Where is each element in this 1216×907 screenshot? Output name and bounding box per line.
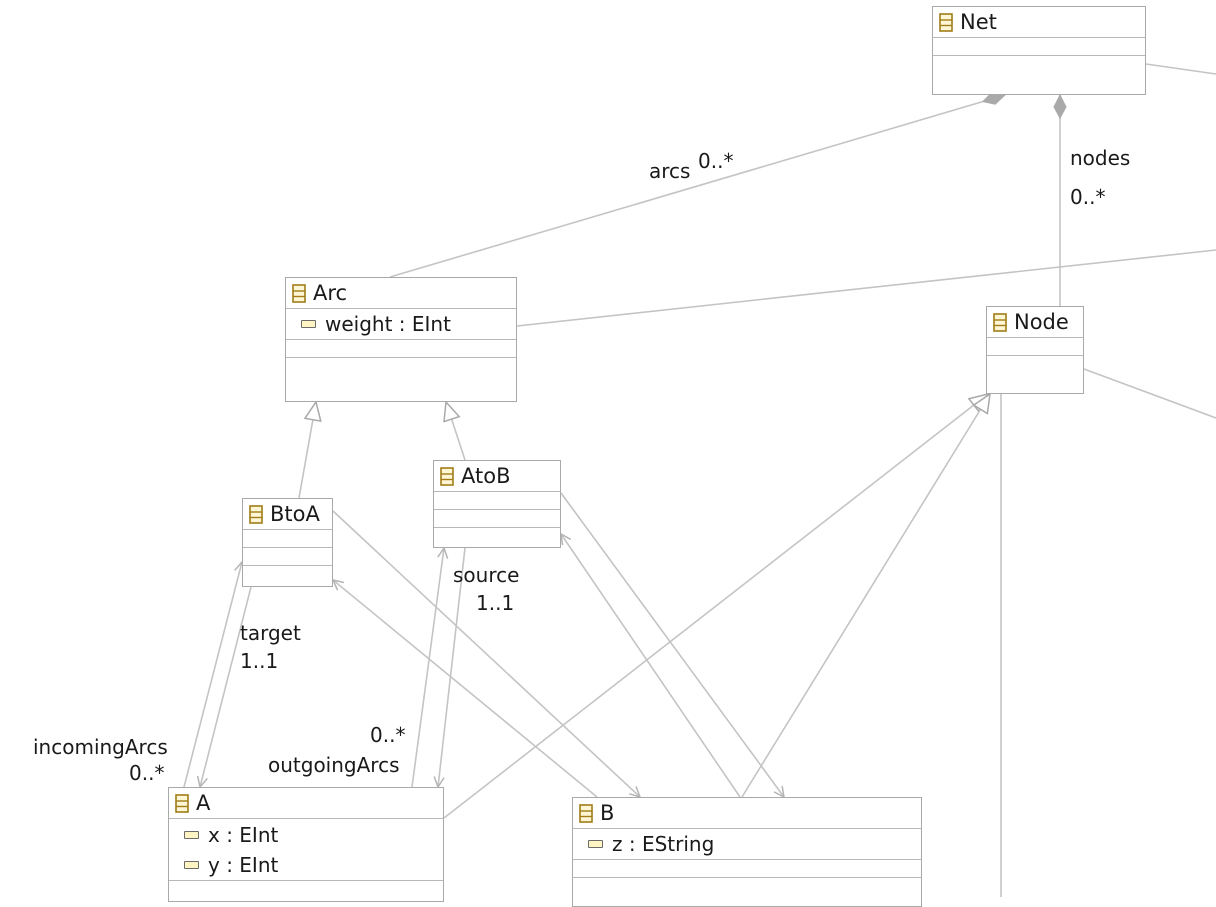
label-incoming-arcs-role: incomingArcs xyxy=(33,735,168,759)
label-nodes-multiplicity: 0..* xyxy=(1070,185,1106,209)
attribute-x[interactable]: x : EInt xyxy=(169,819,443,850)
edge-node-offscreen xyxy=(1083,368,1216,419)
attribute-z[interactable]: z : EString xyxy=(573,829,921,860)
class-name: A xyxy=(196,791,211,815)
eclass-icon xyxy=(993,312,1007,332)
attribute-label: weight : EInt xyxy=(325,312,451,336)
class-header: Node xyxy=(987,307,1083,338)
eattribute-icon xyxy=(184,830,199,839)
class-node[interactable]: Node xyxy=(986,306,1084,394)
label-source-multiplicity: 1..1 xyxy=(476,591,515,615)
eclass-icon xyxy=(939,12,953,32)
operations-section xyxy=(286,340,516,358)
eclass-icon xyxy=(175,793,189,813)
class-net[interactable]: Net xyxy=(932,6,1146,95)
class-arc[interactable]: Arc weight : EInt xyxy=(285,277,517,402)
class-b[interactable]: B z : EString xyxy=(572,797,922,907)
edge-a-extends-node xyxy=(443,394,988,819)
edge-btoa-to-b xyxy=(332,510,640,797)
edge-arcs-composition xyxy=(389,95,1005,278)
label-arcs-multiplicity: 0..* xyxy=(698,149,734,173)
operations-section xyxy=(933,56,1145,74)
attributes-section xyxy=(243,530,332,548)
class-header: Arc xyxy=(286,278,516,309)
edge-outgoing-arcs xyxy=(411,548,444,788)
edge-atob-to-b xyxy=(560,492,784,797)
attributes-section xyxy=(933,38,1145,56)
edge-atob-extends-arc xyxy=(446,402,466,461)
edge-b-to-atob xyxy=(561,534,741,798)
class-name: AtoB xyxy=(461,464,511,488)
class-header: A xyxy=(169,788,443,819)
operations-section xyxy=(573,860,921,878)
attribute-y[interactable]: y : EInt xyxy=(169,850,443,881)
edge-arc-offscreen xyxy=(516,249,1216,327)
edge-btoa-extends-arc xyxy=(298,402,316,499)
eattribute-icon xyxy=(184,861,199,869)
edge-b-to-btoa xyxy=(333,580,598,798)
operations-section xyxy=(434,510,560,528)
label-nodes-role: nodes xyxy=(1070,146,1131,170)
label-target-multiplicity: 1..1 xyxy=(240,649,279,673)
label-source-role: source xyxy=(453,563,520,587)
attributes-section xyxy=(987,338,1083,356)
class-name: Net xyxy=(960,10,997,34)
class-atob[interactable]: AtoB xyxy=(433,460,561,548)
class-btoa[interactable]: BtoA xyxy=(242,498,333,587)
edge-target xyxy=(200,586,252,787)
attributes-section xyxy=(434,492,560,510)
eattribute-icon xyxy=(301,320,316,328)
attribute-label: y : EInt xyxy=(208,853,279,877)
class-name: Node xyxy=(1014,310,1069,334)
label-outgoing-arcs-role: outgoingArcs xyxy=(268,753,400,777)
class-header: AtoB xyxy=(434,461,560,492)
class-a[interactable]: A x : EInt y : EInt xyxy=(168,787,444,902)
edge-source xyxy=(438,547,466,787)
class-header: BtoA xyxy=(243,499,332,530)
eattribute-icon xyxy=(588,840,603,848)
label-incoming-arcs-multiplicity: 0..* xyxy=(129,761,165,785)
label-target-role: target xyxy=(240,621,301,645)
eclass-icon xyxy=(249,504,263,524)
attribute-label: x : EInt xyxy=(208,822,279,847)
edge-b-extends-node xyxy=(741,394,990,798)
operations-section xyxy=(243,548,332,566)
class-name: B xyxy=(600,801,615,825)
eclass-icon xyxy=(292,283,306,303)
attribute-label: z : EString xyxy=(612,832,715,856)
class-header: B xyxy=(573,798,921,829)
class-name: Arc xyxy=(313,281,348,305)
class-header: Net xyxy=(933,7,1145,38)
eclass-icon xyxy=(440,466,454,486)
eclass-icon xyxy=(579,803,593,823)
class-name: BtoA xyxy=(270,502,320,526)
operations-section xyxy=(987,356,1083,374)
edge-net-offscreen xyxy=(1145,63,1216,75)
label-outgoing-arcs-multiplicity: 0..* xyxy=(370,723,406,747)
label-arcs-role: arcs xyxy=(649,159,691,183)
attribute-weight[interactable]: weight : EInt xyxy=(286,309,516,340)
edge-incoming-arcs xyxy=(183,562,242,788)
